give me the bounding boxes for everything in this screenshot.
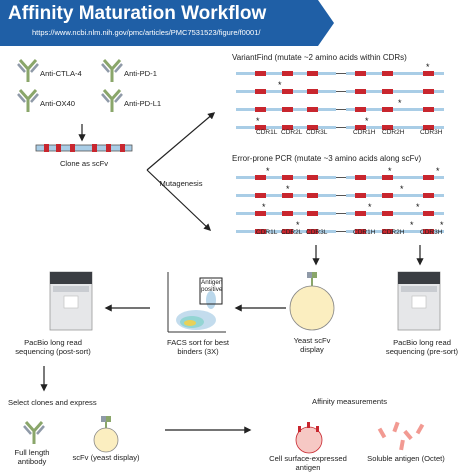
title-banner: Affinity Maturation Workflow https://www… [0,0,334,46]
cell-surface-label: Cell surface-expressed antigen [269,454,347,472]
soluble-label: Soluble antigen (Octet) [367,454,445,463]
page-title: Affinity Maturation Workflow [8,3,267,24]
vf-cdr3h: CDR3H [420,129,443,136]
ep-cdr1l: CDR1L [256,229,278,236]
svg-text:*: * [398,98,402,108]
svg-text:*: * [266,166,270,176]
vf-cdr2h: CDR2H [382,129,405,136]
antibody-label-pdl1: Anti-PD-L1 [124,99,162,108]
sequence-row: * * * [236,166,444,180]
ep-cdr3l: CDR3L [306,229,328,236]
arrow-to-errorprone [146,169,212,231]
ep-cdr2h: CDR2H [382,229,405,236]
antibody-icon-pd1 [100,58,124,84]
sequence-row: * * * [236,202,444,216]
scfv-yeast-icon [93,416,119,453]
affinity-title: Affinity measurements [312,397,387,406]
sequence-row: * [236,62,444,76]
pacbio-presort-label: PacBio long read sequencing (pre-sort) [385,338,459,356]
variantfind-rows: ***** [236,62,444,130]
full-length-antibody-icon [22,420,46,446]
svg-text:*: * [256,116,260,126]
ep-cdr2l: CDR2L [281,229,303,236]
sequence-row: * [236,98,444,112]
svg-text:*: * [400,184,404,194]
yeast-cell-icon [289,272,335,331]
svg-text:*: * [436,166,440,176]
vf-cdr1h: CDR1H [353,129,376,136]
ep-cdr1h: CDR1H [353,229,376,236]
soluble-antigen-icon [377,421,425,451]
facs-gate-label: Antigen positive [201,279,223,293]
pacbio-machine-postsort-icon [49,271,93,331]
svg-text:*: * [262,202,266,212]
svg-text:*: * [416,202,420,212]
yeast-label: Yeast scFv display [293,336,331,354]
scfv-label: scFv (yeast display) [72,453,140,462]
facs-plot [167,272,226,333]
sequence-row: * [236,80,444,94]
cell-surface-antigen-icon [295,422,323,454]
pacbio-postsort-label: PacBio long read sequencing (post-sort) [15,338,91,356]
antibody-icon-ox40 [16,88,40,114]
svg-text:*: * [286,184,290,194]
mutagenesis-label: Mutagenesis [159,179,203,188]
clone-label: Clone as scFv [59,159,109,168]
antibody-label-ctla4: Anti-CTLA-4 [40,69,82,78]
svg-text:*: * [365,116,369,126]
errorprone-title: Error-prone PCR (mutate ~3 amino acids a… [232,154,422,163]
full-length-label: Full length antibody [14,448,50,466]
svg-text:*: * [426,62,430,72]
arrow-to-variantfind [146,112,216,171]
pacbio-machine-presort-icon [397,271,441,331]
svg-text:*: * [296,220,300,230]
sequence-row: ** [236,184,444,198]
antibody-icon-pdl1 [100,88,124,114]
ep-cdr3h: CDR3H [420,229,443,236]
svg-text:*: * [440,220,444,230]
svg-text:*: * [278,80,282,90]
vf-cdr3l: CDR3L [306,129,328,136]
svg-text:*: * [368,202,372,212]
scfv-gene-diagram [35,144,133,152]
select-label: Select clones and express [8,398,97,407]
facs-label: FACS sort for best binders (3X) [166,338,230,356]
variantfind-title: VariantFind (mutate ~2 amino acids withi… [232,53,407,62]
antibody-label-pd1: Anti-PD-1 [124,69,157,78]
svg-text:*: * [410,220,414,230]
antibody-icon-ctla4 [16,58,40,84]
source-url[interactable]: https://www.ncbi.nlm.nih.gov/pmc/article… [32,28,261,37]
sequence-row: ** [236,116,444,130]
svg-text:*: * [388,166,392,176]
vf-cdr1l: CDR1L [256,129,278,136]
errorprone-rows: *********** [236,166,444,234]
sequence-row: * * * [236,220,444,234]
antibody-label-ox40: Anti-OX40 [40,99,76,108]
vf-cdr2l: CDR2L [281,129,303,136]
